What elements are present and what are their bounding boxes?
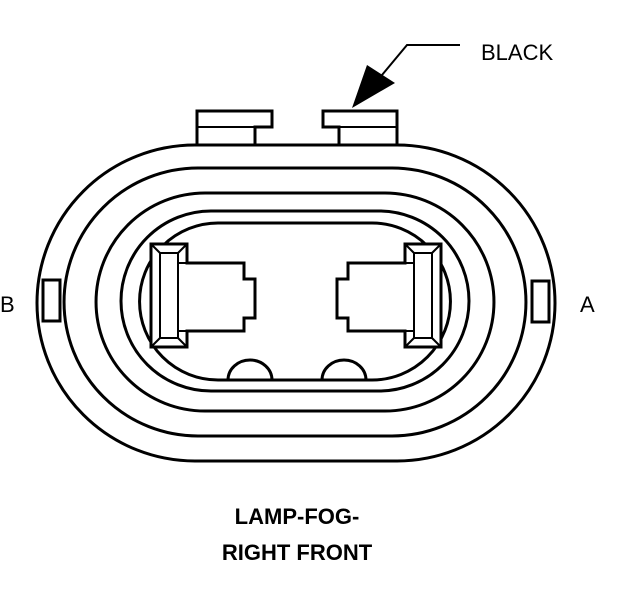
key-bump-right (320, 358, 368, 381)
terminal-a-label: A (580, 292, 595, 317)
terminal-b (149, 242, 257, 349)
connector-body-ring-3 (94, 191, 496, 413)
terminal-b-label: B (0, 292, 15, 317)
terminal-a (335, 242, 443, 349)
connector-body-ring-2 (62, 166, 528, 438)
caption-line-1: LAMP-FOG- (234, 504, 360, 529)
key-bump-left (226, 358, 274, 381)
wire-color-label: BLACK (481, 40, 554, 65)
connector-body-ring-4 (119, 209, 471, 393)
side-tab-a (530, 279, 551, 324)
side-tab-b (41, 278, 62, 323)
callout-arrowhead (352, 65, 395, 108)
caption-line-2: RIGHT FRONT (221, 540, 373, 565)
callout-leader (381, 44, 460, 76)
